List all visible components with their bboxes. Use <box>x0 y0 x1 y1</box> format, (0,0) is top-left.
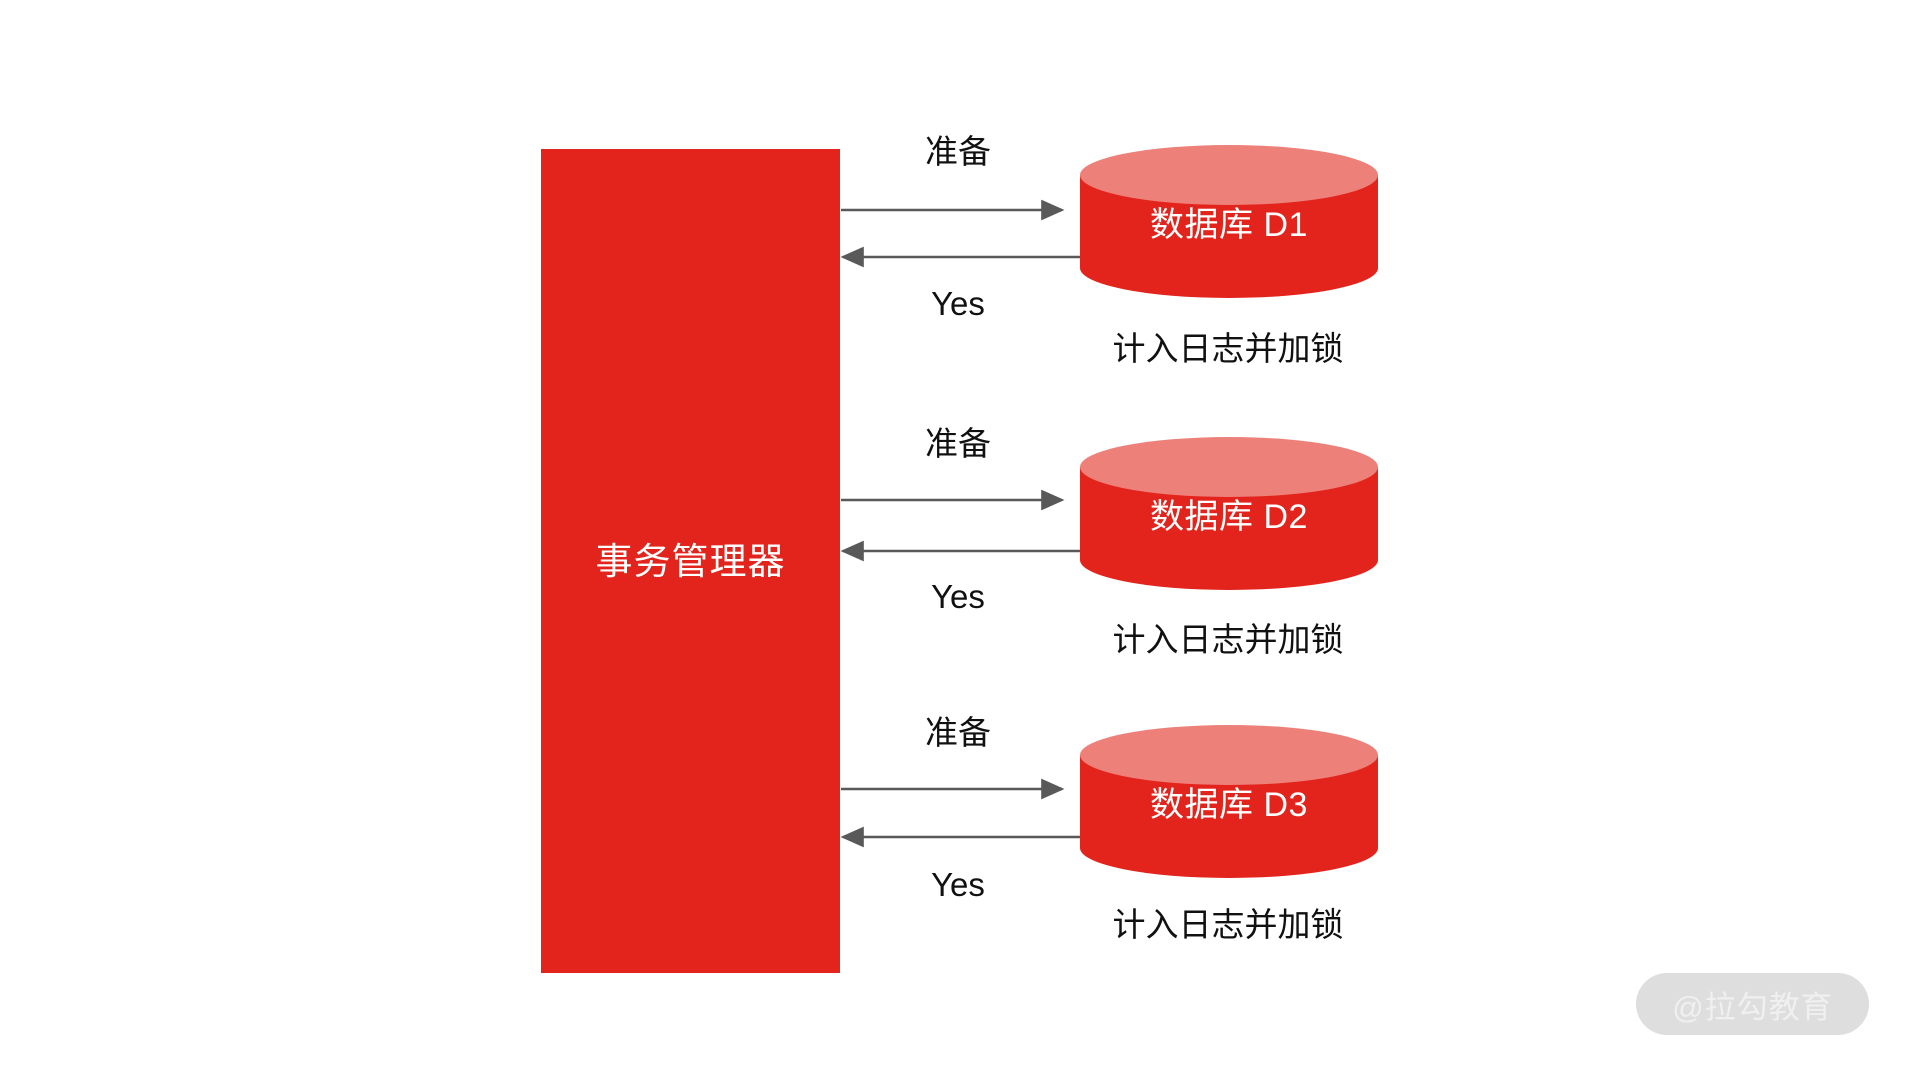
database-label-d3: 数据库 D3 <box>1150 786 1308 824</box>
database-cylinder-d3: 数据库 D3 <box>1080 725 1378 878</box>
database-cylinder-d1: 数据库 D1 <box>1080 145 1378 298</box>
database-caption-d3: 计入日志并加锁 <box>1112 906 1344 943</box>
cylinder-top-ellipse-d3 <box>1080 725 1378 785</box>
request-label-d2: 准备 <box>925 425 991 462</box>
response-label-d1: Yes <box>931 285 985 322</box>
transaction-manager-label: 事务管理器 <box>595 540 786 582</box>
cylinder-top-ellipse-d2 <box>1080 437 1378 497</box>
database-caption-d2: 计入日志并加锁 <box>1112 621 1344 658</box>
request-label-d3: 准备 <box>925 714 991 751</box>
transaction-manager-box: 事务管理器 <box>541 149 840 973</box>
watermark-text: @拉勾教育 <box>1672 989 1833 1025</box>
database-label-d2: 数据库 D2 <box>1150 498 1308 536</box>
request-label-d1: 准备 <box>925 133 991 170</box>
response-label-d2: Yes <box>931 578 985 615</box>
database-caption-d1: 计入日志并加锁 <box>1112 330 1344 367</box>
database-label-d1: 数据库 D1 <box>1150 206 1308 244</box>
cylinder-top-ellipse-d1 <box>1080 145 1378 205</box>
watermark-badge: @拉勾教育 <box>1636 973 1869 1035</box>
response-label-d3: Yes <box>931 866 985 903</box>
database-cylinder-d2: 数据库 D2 <box>1080 437 1378 590</box>
